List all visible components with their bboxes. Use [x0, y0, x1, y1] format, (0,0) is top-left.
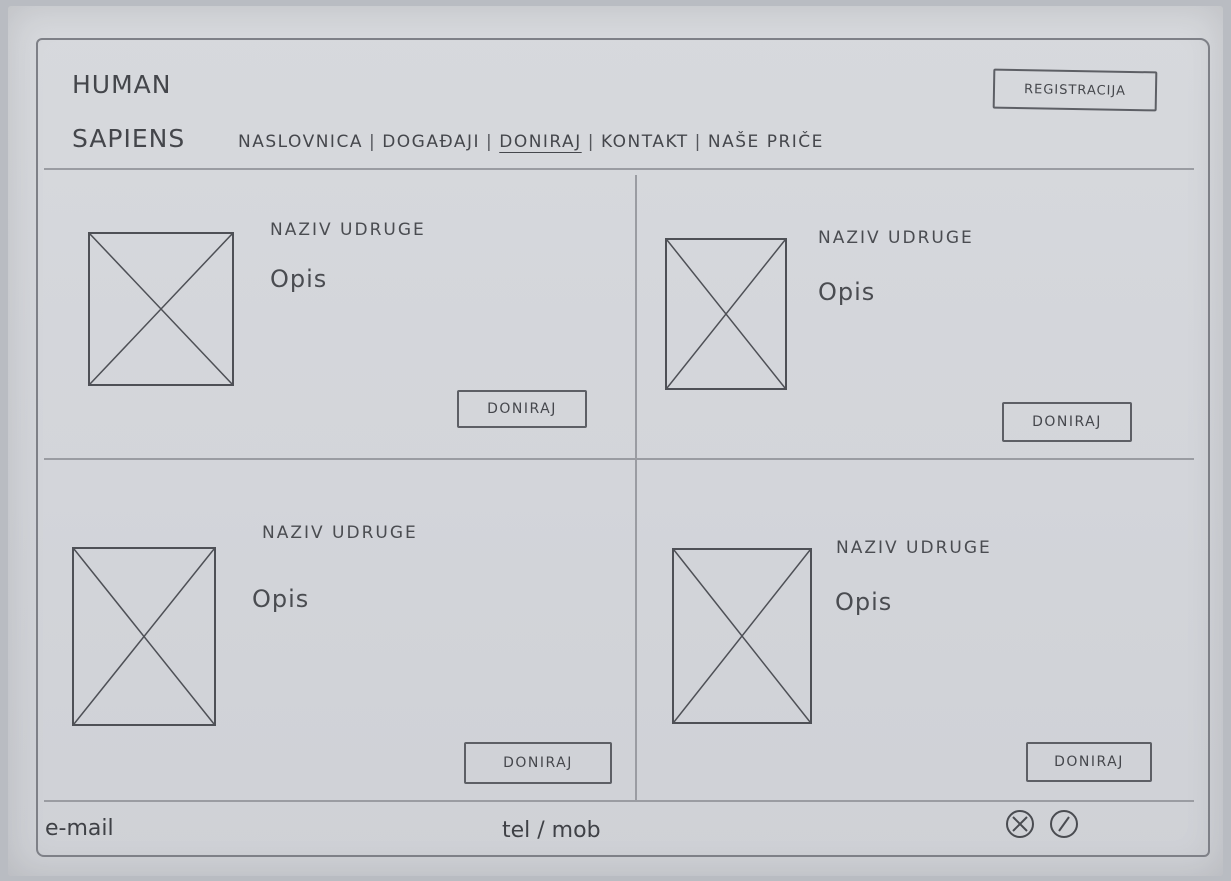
divider-top [44, 168, 1194, 170]
image-placeholder [672, 548, 812, 724]
divider-middle [44, 458, 1194, 460]
site-logo[interactable]: HUMAN SAPIENS [72, 58, 232, 166]
image-placeholder-icon [667, 240, 785, 388]
organization-description: Opis [270, 265, 328, 293]
page-frame [36, 38, 1210, 857]
social-icon-2[interactable] [1050, 810, 1078, 838]
social-icon-1[interactable] [1006, 810, 1034, 838]
footer-email[interactable]: e-mail [45, 816, 114, 841]
donate-button[interactable]: DONIRAJ [464, 742, 612, 784]
nav-separator: | [694, 132, 702, 152]
nav-item-kontakt[interactable]: KONTAKT [600, 132, 689, 152]
image-placeholder [665, 238, 787, 390]
organization-name: NAZIV UDRUGE [818, 228, 974, 248]
social-icon-2-glyph [1058, 816, 1070, 832]
logo-line-1: HUMAN [72, 70, 172, 99]
nav-item-doniraj[interactable]: DONIRAJ [499, 132, 582, 152]
nav-separator: | [486, 132, 494, 152]
image-placeholder [88, 232, 234, 386]
nav-separator: | [587, 132, 595, 152]
donate-button[interactable]: DONIRAJ [1026, 742, 1152, 782]
footer-phone[interactable]: tel / mob [502, 818, 601, 843]
organization-description: Opis [835, 588, 893, 616]
image-placeholder [72, 547, 216, 726]
logo-line-2: SAPIENS [72, 124, 186, 153]
donate-button[interactable]: DONIRAJ [1002, 402, 1132, 442]
register-button[interactable]: REGISTRACIJA [992, 68, 1158, 112]
organization-description: Opis [818, 278, 876, 306]
nav-item-dogadaji[interactable]: DOGAĐAJI [382, 132, 480, 152]
donate-button[interactable]: DONIRAJ [457, 390, 587, 428]
organization-name: NAZIV UDRUGE [262, 523, 418, 543]
image-placeholder-icon [90, 234, 232, 384]
image-placeholder-icon [74, 549, 214, 724]
nav-item-naslovnica[interactable]: NASLOVNICA [238, 132, 363, 152]
divider-center [635, 175, 637, 800]
nav-item-nase-price[interactable]: NAŠE PRIČE [707, 132, 824, 152]
divider-bottom [44, 800, 1194, 802]
nav-separator: | [368, 132, 377, 152]
social-icon-1-glyph [1012, 816, 1028, 832]
main-nav: NASLOVNICA | DOGAĐAJI | DONIRAJ | KONTAK… [238, 132, 824, 152]
organization-description: Opis [252, 585, 310, 613]
organization-name: NAZIV UDRUGE [836, 538, 992, 558]
organization-name: NAZIV UDRUGE [270, 220, 426, 240]
image-placeholder-icon [674, 550, 810, 722]
